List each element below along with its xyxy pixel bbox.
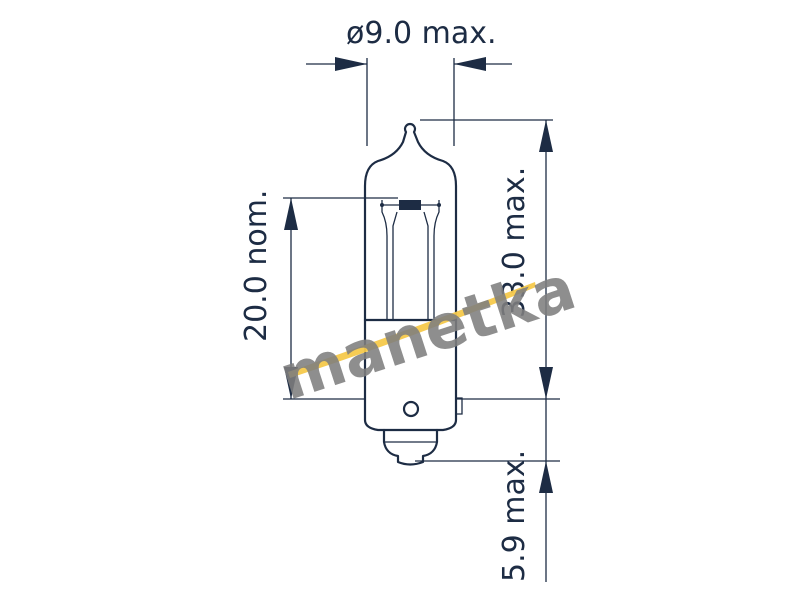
nominal-length-label: 20.0 nom. <box>239 190 274 342</box>
contact-cap <box>382 428 439 466</box>
bayonet-pin <box>402 400 420 418</box>
watermark-swoosh <box>288 282 536 378</box>
watermark-text: manetka <box>271 251 584 415</box>
metal-base <box>363 318 458 432</box>
dimension-arrow-icon <box>539 367 553 399</box>
dimension-arrow-icon <box>539 461 553 493</box>
diameter-dimension: ø9.0 max. <box>306 16 512 146</box>
diameter-label: ø9.0 max. <box>346 16 497 51</box>
dimension-arrow-icon <box>335 57 367 71</box>
glass-envelope <box>363 122 458 322</box>
watermark: manetka <box>271 251 584 415</box>
dimension-arrow-icon <box>454 57 486 71</box>
bulb-drawing <box>363 122 463 466</box>
base-max-label: 5.9 max. <box>497 450 532 582</box>
side-pin <box>456 397 463 415</box>
filament-icon <box>380 200 441 210</box>
dimension-arrow-icon <box>539 120 553 152</box>
filament-support <box>381 200 440 320</box>
nominal-length-dimension: 20.0 nom. <box>239 190 398 400</box>
base-dimension: 5.9 max. <box>415 399 560 582</box>
dimension-arrow-icon <box>284 198 298 230</box>
